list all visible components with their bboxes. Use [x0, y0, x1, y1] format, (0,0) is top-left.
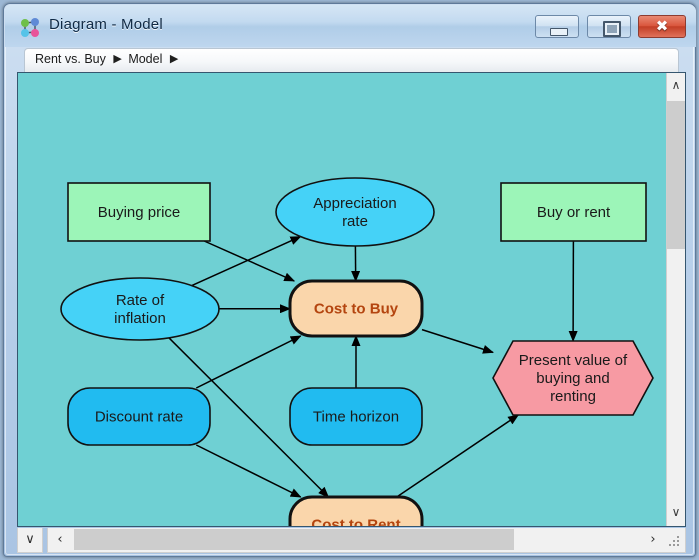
node-buying-price[interactable]: Buying price: [67, 182, 211, 242]
breadcrumb-separator-icon: ▶: [169, 53, 179, 65]
close-icon: ✖: [655, 18, 669, 35]
panel-expand-chevron-icon[interactable]: ∨: [17, 528, 43, 553]
scroll-right-icon[interactable]: ›: [650, 532, 656, 547]
node-label: Time horizon: [313, 409, 399, 426]
node-cost-to-buy[interactable]: Cost to Buy: [288, 279, 424, 338]
title-bar[interactable]: Diagram - Model ✖: [5, 5, 696, 47]
node-shape-ellipse: [60, 277, 220, 341]
node-shape-rounded-rectangle: [288, 495, 424, 526]
node-shape-rectangle: [67, 182, 211, 242]
breadcrumb-separator-icon: ▶: [113, 53, 122, 65]
edge-layer: [168, 235, 578, 498]
node-shape-rectangle: [500, 182, 647, 242]
edge-rate-of-inflation-to-cost-to-rent[interactable]: [168, 337, 330, 498]
edge-cost-to-rent-to-present-value[interactable]: [396, 414, 520, 498]
node-discount-rate[interactable]: Discount rate: [67, 387, 211, 446]
node-label: Cost to Buy: [314, 301, 399, 318]
node-time-horizon[interactable]: Time horizon: [289, 387, 423, 446]
resize-grip[interactable]: [669, 536, 682, 549]
window-frame: Diagram - Model ✖ Rent vs. Buy ▶ Model ▶: [3, 3, 696, 557]
close-button[interactable]: ✖: [638, 15, 686, 38]
scroll-up-icon[interactable]: ∧: [671, 78, 681, 92]
scroll-down-icon[interactable]: ∨: [671, 505, 681, 519]
diagram-nodes-icon: [19, 17, 41, 39]
horizontal-scrollbar-thumb[interactable]: [74, 529, 514, 550]
node-shape-rounded-rectangle: [288, 279, 424, 338]
node-shape-ellipse: [275, 177, 435, 247]
minimize-icon: [550, 28, 569, 36]
scroll-left-icon[interactable]: ‹: [57, 532, 63, 547]
edge-rate-of-inflation-to-appreciation-rate[interactable]: [191, 235, 302, 287]
node-shape-hexagon: [492, 340, 654, 416]
edge-discount-rate-to-cost-to-rent[interactable]: [195, 444, 302, 498]
edge-cost-to-buy-to-present-value[interactable]: [421, 328, 494, 354]
edge-discount-rate-to-cost-to-buy[interactable]: [195, 335, 302, 389]
horizontal-scrollbar[interactable]: ‹ ›: [47, 528, 686, 553]
window-controls: ✖: [532, 15, 686, 39]
node-label: Buy or rent: [537, 204, 611, 221]
node-cost-to-rent[interactable]: Cost to Rent: [288, 495, 424, 527]
node-buy-or-rent[interactable]: Buy or rent: [500, 182, 647, 242]
edge-buying-price-to-cost-to-buy[interactable]: [203, 240, 296, 282]
minimize-button[interactable]: [535, 15, 580, 38]
window-title: Diagram - Model: [49, 16, 163, 33]
node-shape-rounded-rectangle: [67, 387, 211, 446]
breadcrumb: Rent vs. Buy ▶ Model ▶: [35, 52, 181, 66]
breadcrumb-item-rent-vs-buy[interactable]: Rent vs. Buy: [35, 52, 106, 66]
maximize-icon: [602, 21, 621, 37]
breadcrumb-bar[interactable]: Rent vs. Buy ▶ Model ▶: [24, 48, 679, 72]
bottom-bar: ∨ ‹ ›: [17, 528, 686, 554]
node-shape-rounded-rectangle: [289, 387, 423, 446]
breadcrumb-item-model[interactable]: Model: [128, 52, 163, 66]
maximize-button[interactable]: [586, 15, 631, 38]
vertical-scrollbar-thumb[interactable]: [667, 101, 685, 249]
node-label: Cost to Rent: [311, 517, 400, 527]
node-label: Discount rate: [95, 409, 183, 426]
node-label: Buying price: [98, 204, 181, 221]
vertical-scrollbar[interactable]: ∧ ∨: [666, 73, 685, 526]
